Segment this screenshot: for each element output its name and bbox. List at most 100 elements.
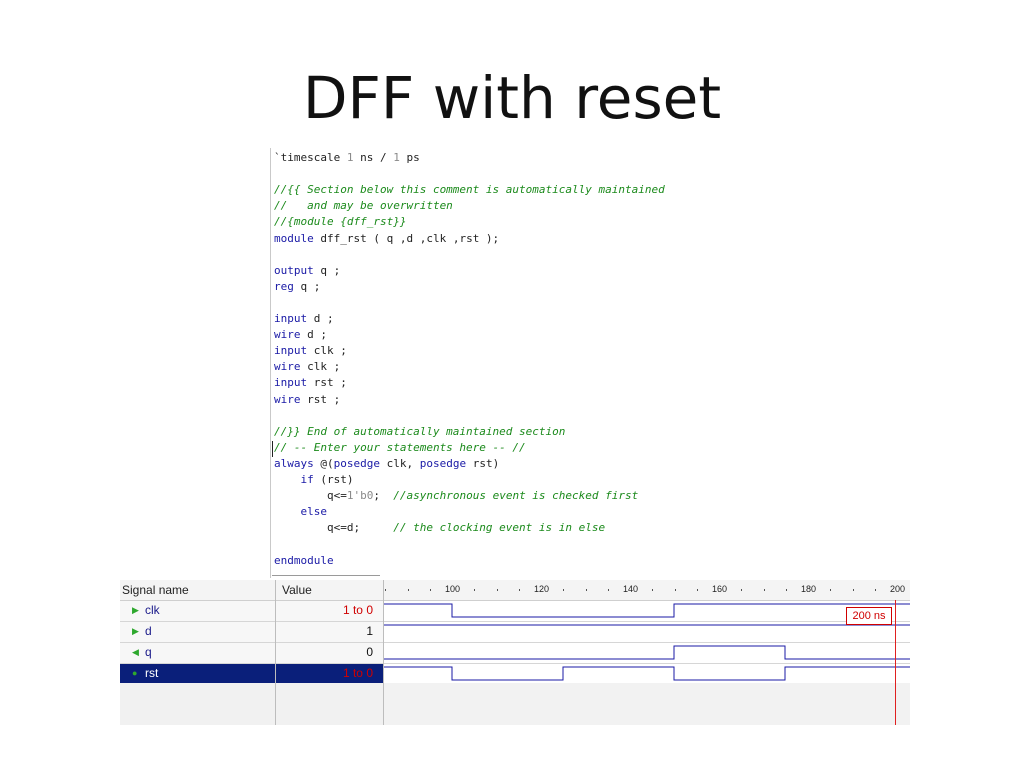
code-line: input d ; [274, 311, 334, 326]
signal-value: 1 to 0 [342, 666, 373, 680]
code-token: clk ; [307, 344, 347, 358]
tick-mark [763, 589, 765, 591]
signal-name: d [145, 624, 152, 638]
tick-mark [741, 589, 743, 591]
tick-mark [652, 589, 654, 591]
code-token: wire [274, 360, 301, 374]
code-token: d ; [300, 328, 327, 342]
code-token: 1 [393, 151, 400, 164]
signal-row-rst[interactable]: ● rst 1 to 0 [120, 664, 910, 685]
output-arrow-icon: ◀ [132, 647, 139, 657]
q-wave [384, 645, 910, 660]
signal-name: q [145, 645, 152, 659]
rst-wave [384, 666, 910, 681]
tick-label: 100 [445, 584, 461, 594]
q-wave-svg [384, 645, 910, 660]
column-divider[interactable] [275, 580, 276, 725]
code-line: else [274, 504, 328, 519]
signal-name-header[interactable]: Signal name [122, 583, 189, 597]
tick-mark [674, 589, 676, 591]
code-token: 1'b0 [346, 489, 374, 503]
code-token: //asynchronous event is checked first [393, 489, 639, 503]
tick-mark [852, 589, 854, 591]
code-token: (rst) [313, 473, 354, 486]
code-token: // and may be overwritten [274, 199, 453, 213]
code-token: rst) [466, 456, 500, 470]
code-line: always @(posedge clk, posedge rst) [274, 456, 499, 471]
code-line: if (rst) [274, 472, 354, 487]
tick-mark [607, 589, 609, 591]
code-token: @( [313, 456, 334, 470]
code-token: q<=d; [274, 521, 394, 535]
code-line: input rst ; [274, 375, 347, 390]
input-arrow-icon: ▶ [132, 626, 139, 636]
code-token: //}} End of automatically maintained sec… [274, 424, 566, 438]
cursor-time-label[interactable]: 200 ns [846, 607, 892, 625]
text-caret [272, 441, 273, 457]
signal-value: 1 to 0 [342, 603, 373, 617]
tick-mark [474, 589, 476, 591]
code-token [274, 473, 301, 486]
tick-label: 180 [801, 584, 817, 594]
code-token: module [274, 231, 314, 245]
code-token: wire [274, 328, 301, 342]
signal-row-d[interactable]: ▶ d 1 [120, 622, 910, 643]
code-token: // the clocking event is in else [393, 521, 606, 535]
code-token: q<= [274, 489, 347, 503]
code-token: input [274, 376, 308, 390]
tick-label: 120 [534, 584, 550, 594]
code-token: endmodule [274, 553, 334, 567]
code-line: //{module {dff_rst}} [274, 214, 406, 229]
code-token: if [300, 473, 314, 486]
code-line: reg q ; [274, 279, 320, 294]
column-divider[interactable] [383, 580, 384, 725]
code-token: rst ; [300, 392, 341, 406]
time-cursor[interactable] [895, 600, 896, 725]
tick-mark [563, 589, 565, 591]
code-line: q<=1'b0; //asynchronous event is checked… [274, 488, 638, 503]
value-header[interactable]: Value [282, 583, 312, 597]
code-token: q ; [293, 279, 321, 293]
input-dot-icon: ● [132, 668, 138, 678]
code-token: clk ; [300, 360, 341, 374]
signal-row-clk[interactable]: ▶ clk 1 to 0 [120, 601, 910, 622]
waveform-trace-d [384, 622, 910, 642]
tick-mark [830, 589, 832, 591]
tick-mark [385, 589, 387, 591]
code-token: //{{ Section below this comment is autom… [274, 183, 665, 197]
code-token: dff_rst ( q ,d ,clk ,rst ); [313, 231, 500, 245]
tick-label: 200 [890, 584, 906, 594]
code-line: q<=d; // the clocking event is in else [274, 520, 605, 535]
code-token: always [274, 456, 314, 470]
code-line: endmodule [274, 553, 334, 568]
code-line: output q ; [274, 263, 340, 278]
tick-mark [496, 589, 498, 591]
code-token: output [274, 263, 314, 277]
code-line: wire clk ; [274, 359, 340, 374]
empty-signal-area [120, 683, 910, 725]
code-token: q ; [313, 263, 341, 277]
empty-wave-area [384, 683, 910, 725]
signal-name: rst [145, 666, 159, 680]
tick-mark [585, 589, 587, 591]
signal-value: 1 [366, 624, 373, 638]
waveform-trace-clk [384, 601, 910, 621]
code-token: input [274, 312, 308, 325]
code-token: //{module {dff_rst}} [274, 215, 407, 229]
code-line: // and may be overwritten [274, 198, 453, 213]
code-token: posedge [333, 456, 380, 470]
code-editor[interactable]: `timescale 1 ns / 1 ps//{{ Section below… [270, 148, 771, 578]
code-token: input [274, 344, 308, 358]
signal-name: clk [145, 603, 160, 617]
slide-title: DFF with reset [302, 64, 722, 132]
signal-row-q[interactable]: ◀ q 0 [120, 643, 910, 664]
clk-wave-svg [384, 603, 910, 618]
clk-wave [384, 603, 910, 618]
code-line: module dff_rst ( q ,d ,clk ,rst ); [274, 231, 499, 246]
tick-mark [407, 589, 409, 591]
code-line: //}} End of automatically maintained sec… [274, 424, 565, 439]
tick-mark [696, 589, 698, 591]
waveform-trace-q [384, 643, 910, 663]
